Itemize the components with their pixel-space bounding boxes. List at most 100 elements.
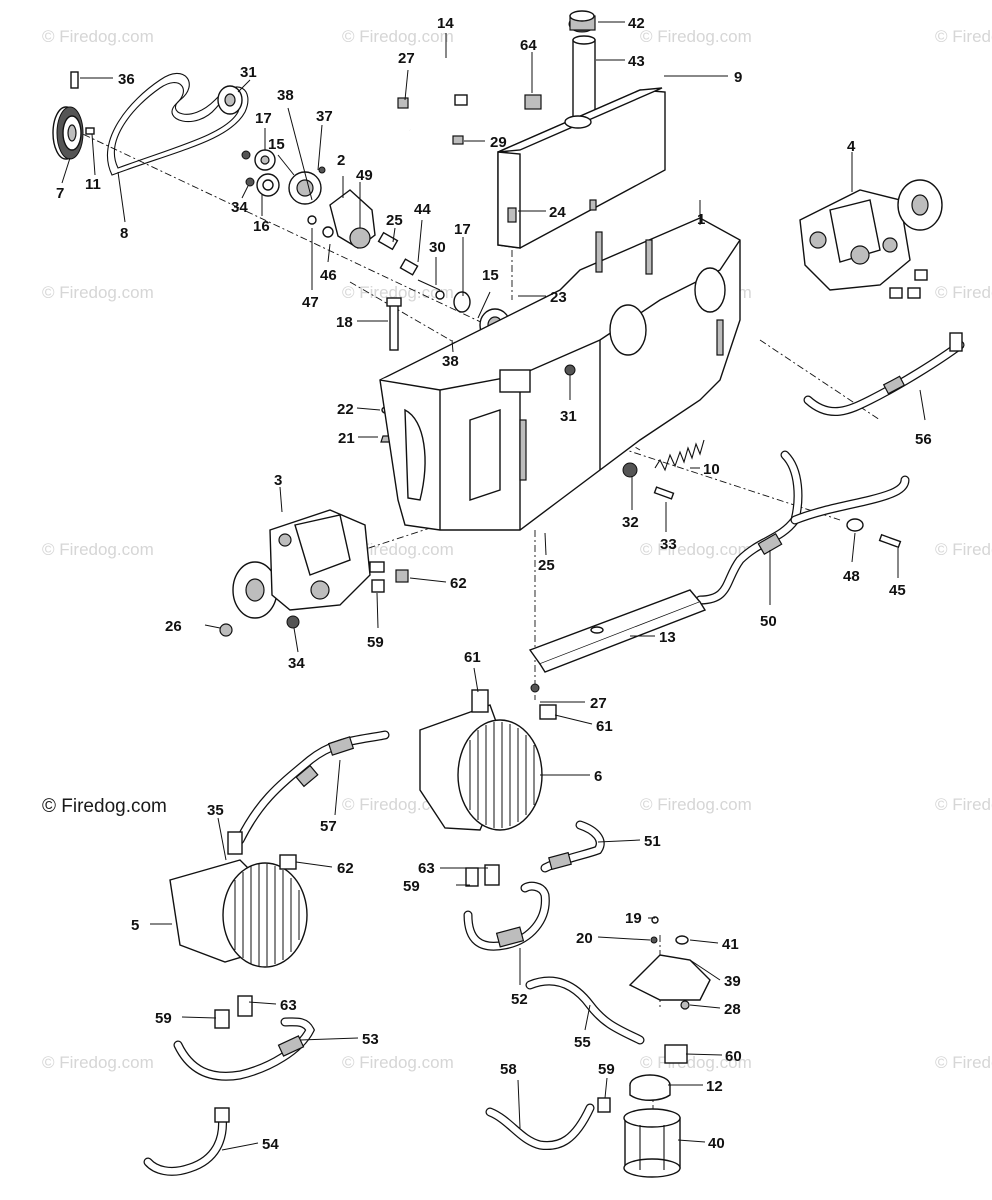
callout-57: 57	[320, 818, 337, 835]
callout-40: 40	[708, 1135, 725, 1152]
callout-36: 36	[118, 71, 135, 88]
callout-63b: 63	[280, 997, 297, 1014]
callout-8: 8	[120, 225, 128, 242]
callout-52: 52	[511, 991, 528, 1008]
guard-13	[528, 589, 707, 673]
callout-55: 55	[574, 1034, 591, 1051]
callout-13: 13	[659, 629, 676, 646]
callout-5: 5	[131, 917, 139, 934]
leader-lines	[61, 21, 926, 1151]
hose-50	[695, 450, 910, 605]
callout-46: 46	[320, 267, 337, 284]
callout-4: 4	[847, 138, 856, 155]
callout-53: 53	[362, 1031, 379, 1048]
callout-25b: 25	[538, 557, 555, 574]
callout-23: 23	[550, 289, 567, 306]
watermark: © Firedog.com	[342, 283, 454, 302]
main-frame	[379, 217, 741, 531]
hose-51	[540, 820, 605, 873]
callout-15a: 15	[268, 136, 285, 153]
callout-63a: 63	[418, 860, 435, 877]
callout-17a: 17	[255, 110, 272, 127]
watermark: © Firedog.com	[935, 540, 992, 559]
pump-3	[219, 509, 409, 637]
callout-59c: 59	[155, 1010, 172, 1027]
callout-62b: 62	[337, 860, 354, 877]
watermark: © Firedog.com	[640, 795, 752, 814]
callout-59a: 59	[367, 634, 384, 651]
callout-64: 64	[520, 37, 537, 54]
idler-assembly	[241, 149, 520, 360]
watermark: © Firedog.com	[935, 795, 992, 814]
callout-42: 42	[628, 15, 645, 32]
callout-26: 26	[165, 618, 182, 635]
assembly-centerlines	[69, 127, 881, 1130]
watermark: © Firedog.com	[42, 27, 154, 46]
callout-18: 18	[336, 314, 353, 331]
watermark: © Firedog.com	[935, 1053, 992, 1072]
callout-30: 30	[429, 239, 446, 256]
motor-5	[169, 831, 308, 968]
callout-19: 19	[625, 910, 642, 927]
spring-parts	[622, 439, 705, 500]
callout-25a: 25	[386, 212, 403, 229]
callout-11: 11	[85, 176, 101, 193]
callout-21: 21	[338, 430, 355, 447]
callout-43: 43	[628, 53, 645, 70]
callout-59d: 59	[598, 1061, 615, 1078]
callout-62a: 62	[450, 575, 467, 592]
callout-12: 12	[706, 1078, 723, 1095]
hose-53	[173, 995, 316, 1081]
callout-59b: 59	[403, 878, 420, 895]
callout-60: 60	[725, 1048, 742, 1065]
callout-61a: 61	[464, 649, 481, 666]
callout-28: 28	[724, 1001, 741, 1018]
callout-58: 58	[500, 1061, 517, 1078]
hydraulic-tank	[497, 10, 666, 249]
callout-49: 49	[356, 167, 373, 184]
callout-32: 32	[622, 514, 639, 531]
callout-48: 48	[843, 568, 860, 585]
callout-22: 22	[337, 401, 354, 418]
callout-50: 50	[760, 613, 777, 630]
callout-56: 56	[915, 431, 932, 448]
hose-54	[143, 1107, 230, 1176]
watermark: © Firedog.com	[42, 1053, 154, 1072]
callout-24: 24	[549, 204, 566, 221]
callout-44: 44	[414, 201, 431, 218]
callout-31a: 31	[240, 64, 257, 81]
callout-10: 10	[703, 461, 720, 478]
callout-29: 29	[490, 134, 507, 151]
callout-34a: 34	[231, 199, 248, 216]
callout-14: 14	[437, 15, 454, 32]
filter-bracket	[628, 916, 711, 1010]
callout-27b: 27	[590, 695, 607, 712]
watermark: © Firedog.com	[640, 540, 752, 559]
callout-34b: 34	[288, 655, 305, 672]
tube-14	[397, 58, 480, 145]
watermark: © Firedog.com	[342, 27, 454, 46]
pulley-assembly	[52, 71, 249, 176]
callout-17b: 17	[454, 221, 471, 238]
callout-labels: 1 2 3 4 5 6 7 8 9 10 11 12 13 14 15 15 1…	[56, 15, 932, 1153]
callout-41: 41	[722, 936, 739, 953]
callout-61b: 61	[596, 718, 613, 735]
callout-1: 1	[697, 211, 705, 228]
callout-9: 9	[734, 69, 742, 86]
callout-15b: 15	[482, 267, 499, 284]
callout-7: 7	[56, 185, 64, 202]
callout-54: 54	[262, 1136, 279, 1153]
callout-35: 35	[207, 802, 224, 819]
callout-47: 47	[302, 294, 319, 311]
oil-filter	[485, 1074, 681, 1178]
callout-37: 37	[316, 108, 333, 125]
callout-38b: 38	[442, 353, 459, 370]
callout-45: 45	[889, 582, 906, 599]
motor-6	[419, 683, 557, 831]
callout-31b: 31	[560, 408, 577, 425]
callout-6: 6	[594, 768, 602, 785]
callout-27a: 27	[398, 50, 415, 67]
callout-39: 39	[724, 973, 741, 990]
hose-56	[803, 332, 965, 417]
